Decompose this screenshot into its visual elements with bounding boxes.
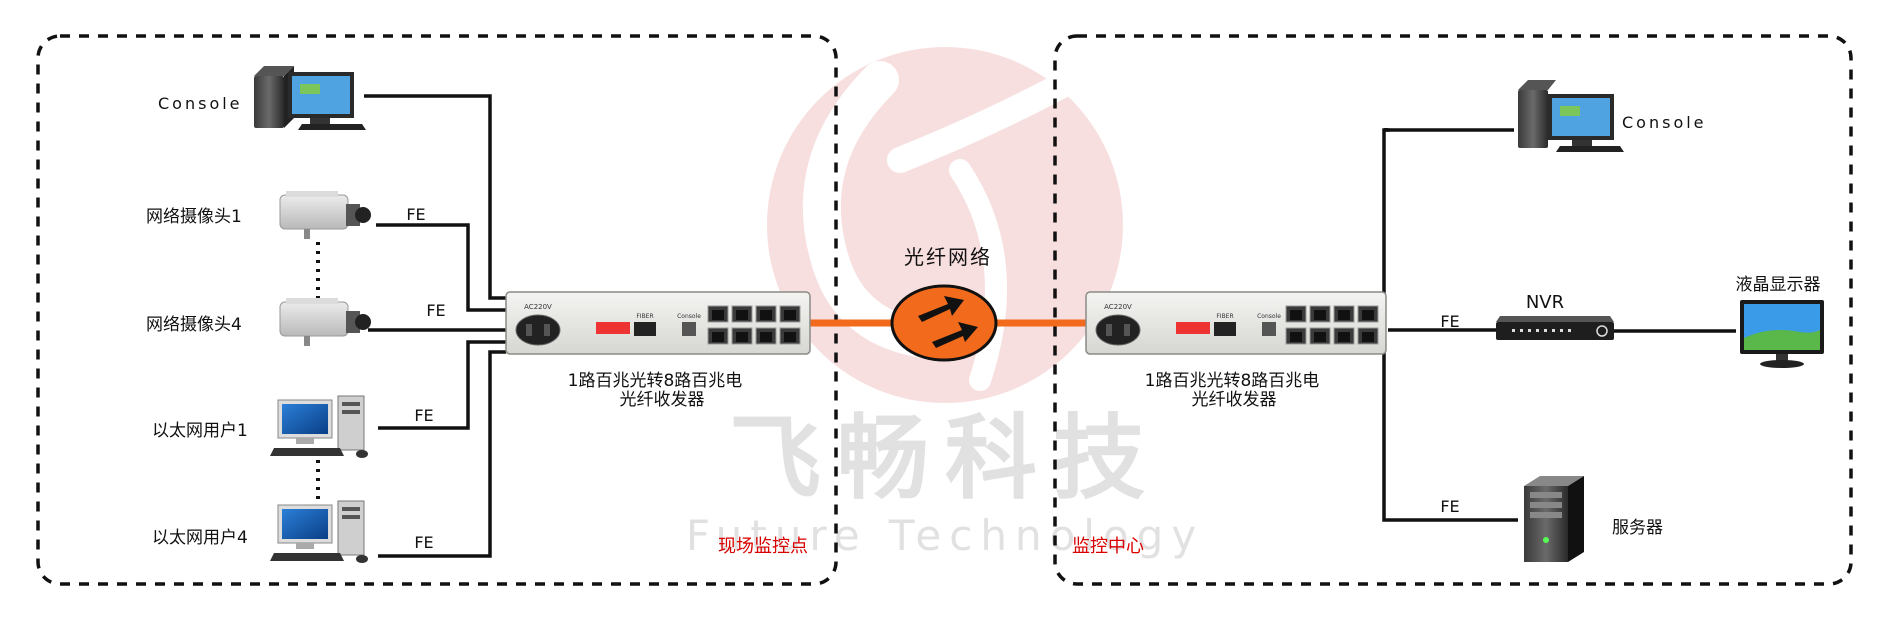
ethernet-user-1-label: 以太网用户1 — [152, 421, 248, 441]
left-cabling — [364, 94, 506, 558]
svg-text:FIBER: FIBER — [1216, 313, 1233, 320]
left-fiber-transceiver: AC220V FIBER Console — [505, 291, 811, 355]
right-cabling — [1382, 128, 1736, 522]
link-fe-server: FE — [1440, 497, 1459, 516]
svg-text:Console: Console — [1257, 313, 1281, 320]
ethernet-user-1-icon — [270, 395, 368, 458]
right-console-label: Console — [1622, 113, 1707, 132]
lcd-monitor-label: 液晶显示器 — [1736, 275, 1821, 295]
svg-text:AC220V: AC220V — [1104, 303, 1132, 311]
nvr-icon — [1496, 316, 1614, 340]
right-fiber-transceiver: AC220V FIBER Console — [1085, 291, 1387, 355]
lcd-monitor-icon — [1740, 300, 1824, 368]
camera-1-label: 网络摄像头1 — [146, 207, 242, 227]
camera-1-icon — [279, 191, 371, 239]
link-fe-camera4: FE — [426, 301, 445, 320]
link-fe-camera1: FE — [406, 205, 425, 224]
right-zone-boundary — [1053, 34, 1853, 586]
link-fe-user1: FE — [414, 406, 433, 425]
link-fe-nvr: FE — [1440, 312, 1459, 331]
right-device-label-1: 1路百兆光转8路百兆电 — [1145, 371, 1320, 391]
left-console-pc-icon — [254, 66, 366, 130]
right-console-pc-icon — [1518, 80, 1624, 152]
fiber-network-label: 光纤网络 — [904, 245, 992, 269]
link-fe-user4: FE — [414, 533, 433, 552]
left-zone-label: 现场监控点 — [718, 536, 808, 557]
fiber-network-icon — [890, 284, 998, 362]
server-label: 服务器 — [1612, 518, 1663, 538]
svg-text:FIBER: FIBER — [636, 313, 653, 320]
ethernet-user-4-label: 以太网用户4 — [152, 528, 248, 548]
camera-4-label: 网络摄像头4 — [146, 315, 242, 335]
right-zone-label: 监控中心 — [1072, 536, 1144, 557]
left-device-label-1: 1路百兆光转8路百兆电 — [568, 371, 743, 391]
svg-text:AC220V: AC220V — [524, 303, 552, 311]
watermark-logo — [767, 47, 1123, 403]
right-device-label-2: 光纤收发器 — [1192, 390, 1277, 410]
ethernet-user-4-icon — [270, 500, 368, 563]
watermark-brand-en: Future Technology — [686, 511, 1204, 560]
svg-text:Console: Console — [677, 313, 701, 320]
nvr-label: NVR — [1526, 292, 1564, 313]
camera-4-icon — [279, 298, 371, 346]
watermark-brand-cn: 飞畅科技 — [729, 405, 1161, 512]
left-console-label: Console — [158, 94, 243, 113]
left-device-label-2: 光纤收发器 — [620, 390, 705, 410]
server-icon — [1524, 476, 1584, 562]
